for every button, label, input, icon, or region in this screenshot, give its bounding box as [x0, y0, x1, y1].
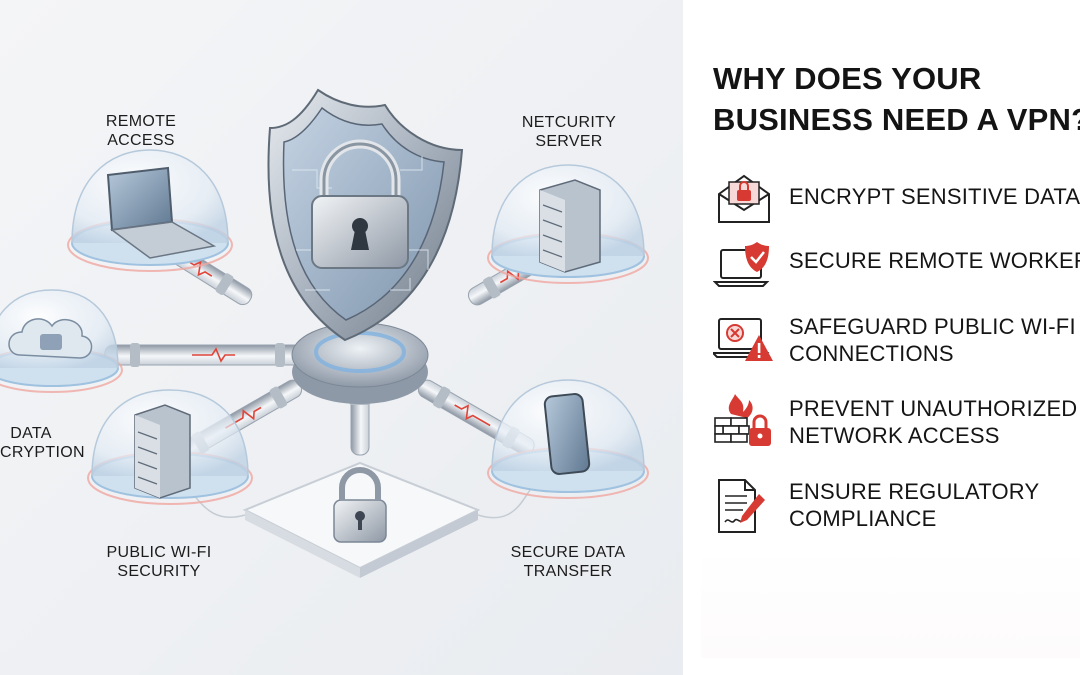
benefit-text: SECURE REMOTE WORKERS [789, 248, 1080, 273]
label-secure-transfer: SECURE DATA TRANSFER [510, 544, 626, 580]
benefit-item: ENSURE REGULATORY COMPLIANCE [713, 476, 1080, 536]
benefit-text: ENSURE REGULATORY COMPLIANCE [789, 479, 1040, 531]
data-encryption-dome [0, 289, 123, 393]
laptop-warning-icon [713, 318, 773, 361]
secure-transfer-dome [487, 379, 649, 499]
network-hub-graphic [0, 0, 683, 675]
benefit-item: SECURE REMOTE WORKERS [713, 236, 1080, 296]
firewall-lock-icon [714, 394, 771, 446]
remote-access-dome [67, 149, 233, 272]
benefit-item: SAFEGUARD PUBLIC WI-FI CONNECTIONS [713, 311, 1080, 371]
document-pen-icon [718, 479, 765, 533]
benefit-item: ENCRYPT SENSITIVE DATA [713, 170, 1080, 230]
laptop-shield-icon [713, 242, 770, 287]
netcurity-server-dome [487, 164, 649, 284]
benefit-text: PREVENT UNAUTHORIZED NETWORK ACCESS [789, 396, 1078, 448]
benefits-panel: WHY DOES YOUR BUSINESS NEED A VPN? ENCRY… [683, 0, 1080, 675]
shield-lock [267, 88, 464, 342]
lock-platform [242, 461, 481, 578]
label-data-encryption: DATA ENCRYPTION [0, 425, 85, 461]
label-remote-access: REMOTE ACCESS [105, 113, 177, 149]
panel-footer-area [701, 548, 1080, 658]
benefit-text: ENCRYPT SENSITIVE DATA [789, 184, 1080, 209]
public-wifi-dome [87, 389, 253, 505]
vpn-illustration: REMOTE ACCESS NETCURITY SERVER DATA ENCR… [0, 0, 683, 675]
label-public-wifi: PUBLIC WI-FI SECURITY [106, 544, 212, 580]
label-netcurity-server: NETCURITY SERVER [521, 114, 617, 150]
benefit-item: PREVENT UNAUTHORIZED NETWORK ACCESS [713, 392, 1080, 452]
envelope-lock-icon [718, 174, 770, 223]
benefit-text: SAFEGUARD PUBLIC WI-FI CONNECTIONS [789, 314, 1076, 366]
central-hub [291, 322, 429, 404]
panel-title: WHY DOES YOUR BUSINESS NEED A VPN? [713, 61, 1080, 137]
